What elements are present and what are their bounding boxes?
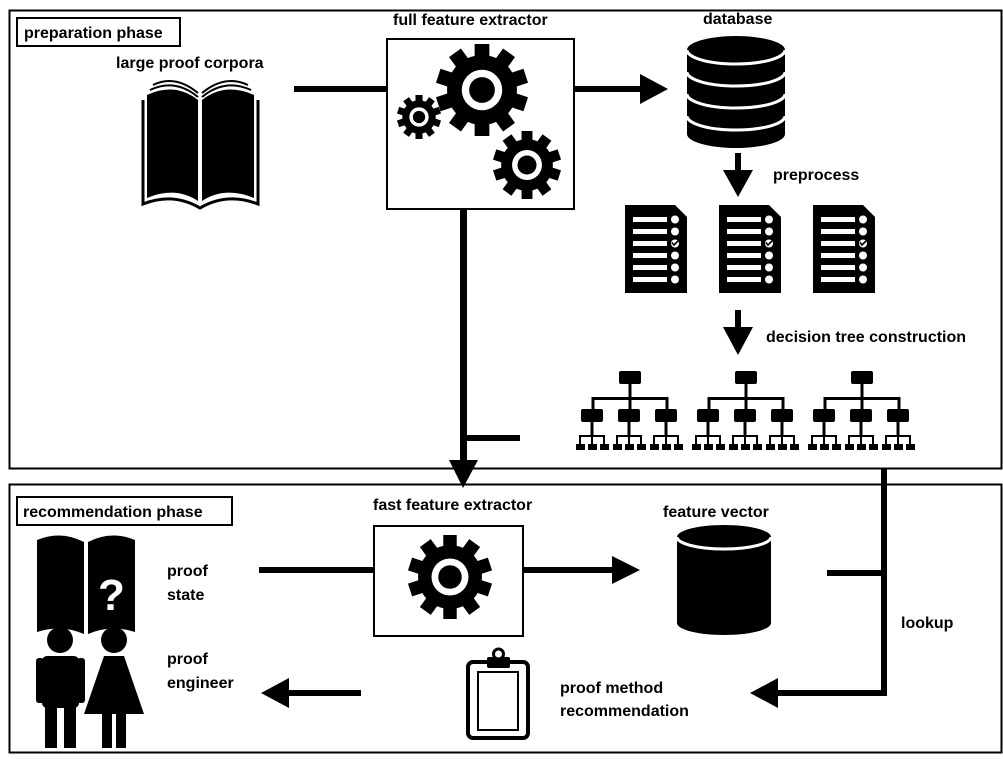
database-label: database [703, 11, 772, 28]
svg-text:?: ? [98, 571, 125, 620]
preparation-phase-title: preparation phase [24, 25, 163, 42]
people-icon [36, 627, 144, 748]
feature-vector-label: feature vector [663, 504, 769, 521]
preprocess-label: preprocess [773, 167, 859, 184]
large-proof-corpora-label: large proof corpora [116, 55, 264, 72]
lookup-to-recommendation-line [770, 690, 887, 696]
recommendation-phase-title-box [16, 496, 233, 526]
extractor-to-fast-extractor-line [460, 209, 467, 464]
recommendation-to-engineer-arrowhead [261, 678, 289, 708]
corpora-to-extractor-line [294, 86, 388, 92]
fast-extractor-to-vector-arrowhead [612, 556, 640, 584]
lookup-to-recommendation-arrowhead [750, 678, 778, 708]
proof-state-label-line2: state [167, 587, 204, 604]
extractor-to-fast-extractor-arrowhead [449, 460, 478, 488]
recommendation-phase-title: recommendation phase [23, 504, 203, 521]
preparation-phase-frame [8, 9, 1003, 470]
tree-branch-connector-line [460, 435, 520, 441]
state-to-fast-extractor-line [259, 567, 373, 573]
fast-feature-extractor-label: fast feature extractor [373, 497, 532, 514]
lookup-vertical-line [881, 468, 887, 696]
clipboard-icon [466, 647, 530, 740]
decision-tree-construction-label: decision tree construction [766, 329, 966, 346]
question-book-icon: ? [37, 535, 135, 634]
decision-tree-icon [576, 371, 915, 450]
preprocess-to-tree-arrowhead [723, 327, 753, 355]
proof-state-label-line1: proof [167, 563, 209, 580]
preprocess-to-tree-line [735, 310, 741, 332]
proof-method-label-line1: proof method [560, 680, 663, 697]
fast-extractor-to-vector-line [523, 567, 618, 573]
proof-engineer-label-line2: engineer [167, 675, 234, 692]
recommendation-to-engineer-line [278, 690, 361, 696]
open-book-icon [141, 79, 260, 210]
preparation-phase-title-box [16, 17, 181, 47]
feature-vector-to-lookup-line [827, 570, 887, 576]
proof-method-label-line2: recommendation [560, 703, 689, 720]
cylinder-icon [675, 525, 773, 635]
extractor-to-database-line [574, 86, 646, 92]
proof-engineer-label-line1: proof [167, 651, 209, 668]
full-feature-extractor-label: full feature extractor [393, 12, 548, 29]
checklist-icon [624, 204, 876, 294]
database-icon [685, 36, 787, 148]
gear-icon [407, 535, 493, 619]
database-to-preprocess-line [735, 153, 741, 175]
extractor-to-database-arrowhead [640, 74, 668, 104]
database-to-preprocess-arrowhead [723, 170, 753, 197]
lookup-label: lookup [901, 615, 954, 632]
recommendation-phase-frame [8, 483, 1003, 754]
